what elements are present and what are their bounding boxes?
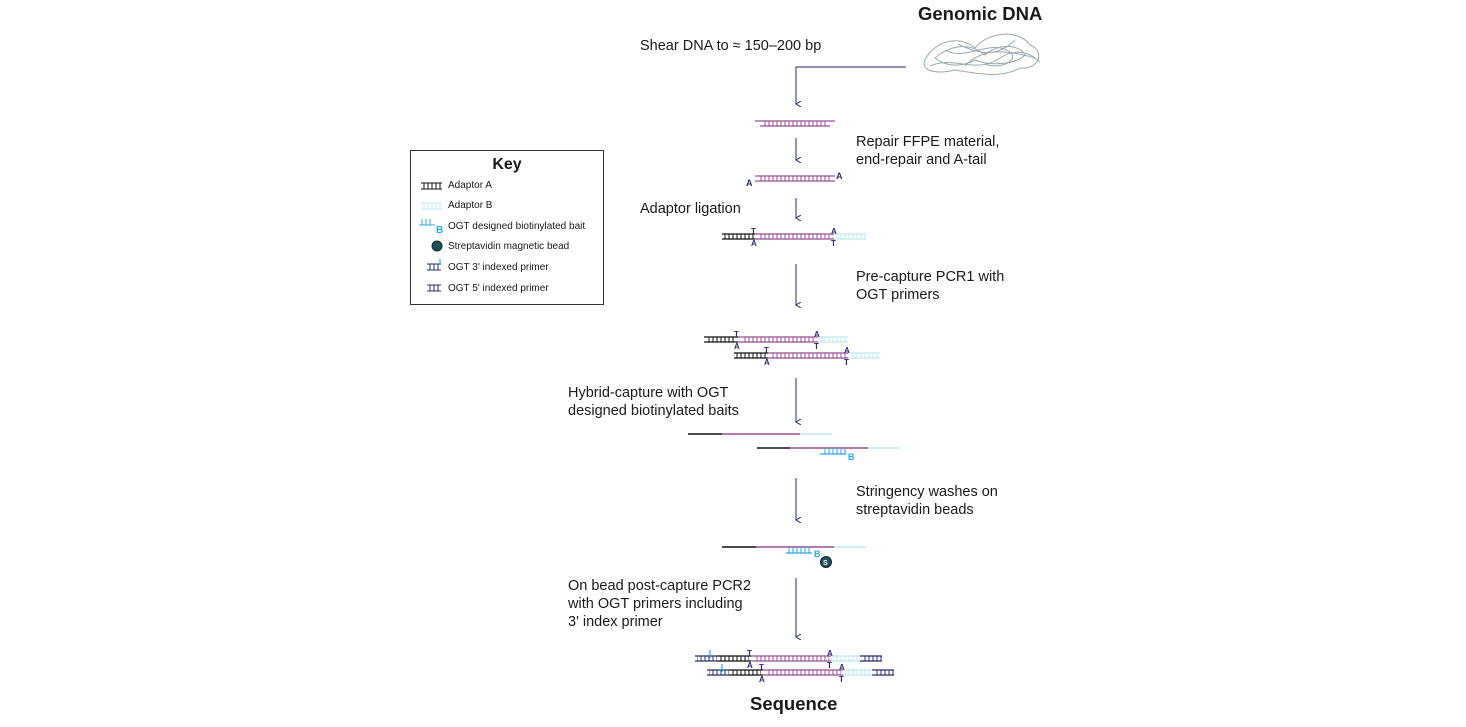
key-5prime-primer-icon [427,284,441,292]
ligation-a-left: A [751,239,757,248]
pcr1-a4: A [844,346,850,355]
bead-biotin: B [814,549,821,559]
step-ligation: Adaptor ligation [640,201,741,217]
pcr1-a2: A [814,330,820,339]
key-adaptor-a-icon [421,182,442,190]
pcr2-a2: A [827,649,833,658]
a-tail-left: A [746,178,753,188]
main-arrows [796,66,906,637]
step-hybrid: Hybrid-capture with OGT designed biotiny… [568,385,739,419]
pcr2-a4: A [839,663,845,672]
key-bait-b: B [436,225,443,235]
pcr2-t2: T [827,661,832,670]
streptavidin-bead [820,556,832,568]
key-adaptor-b-icon [421,202,442,210]
pcr2-t1: T [747,649,752,658]
pcr2-t4: T [839,675,844,684]
fragment-hybrid-capture: B [688,433,900,462]
fragment-pcr1: T A A T T A A T [704,330,880,367]
title-genomic-dna: Genomic DNA [918,3,1043,24]
ligation-a-right: A [831,227,837,236]
pcr1-t1: T [734,330,739,339]
key-item-5prime-primer: OGT 5' indexed primer [448,283,549,294]
step-repair: Repair FFPE material, end-repair and A-t… [856,134,1000,168]
fragment-a-tailed: A A [746,171,843,188]
step-shear: Shear DNA to ≈ 150–200 bp [640,38,822,54]
pcr1-a1: A [734,342,740,351]
pcr2-a1: A [747,661,753,670]
key-3prime-primer-icon [427,259,441,271]
step-washes: Stringency washes on streptavidin beads [856,484,998,518]
key-item-3prime-primer: OGT 3' indexed primer [448,262,549,273]
ligation-t-left: T [751,227,756,236]
step-pcr1: Pre-capture PCR1 with OGT primers [856,269,1005,303]
a-tail-right: A [836,171,843,181]
key-item-bead: Streptavidin magnetic bead [448,241,570,252]
key-bead-icon [431,240,443,252]
fragment-sheared [755,120,835,127]
fragment-ligated: T A A T [722,227,866,248]
pcr1-t3: T [764,346,769,355]
hybrid-biotin: B [848,452,855,462]
genomic-dna-icon [923,33,1041,75]
fragment-bead-captured: B S [722,546,866,568]
key-bait-icon: B [419,219,443,235]
ligation-t-right: T [831,239,836,248]
pcr1-a3: A [764,358,770,367]
key-item-adaptor-b: Adaptor B [448,200,493,211]
pcr2-a3: A [759,675,765,684]
pcr1-t4: T [844,358,849,367]
key-item-adaptor-a: Adaptor A [448,180,492,191]
key-item-bait: OGT designed biotinylated bait [448,221,586,232]
pcr2-t3: T [759,663,764,672]
pcr1-t2: T [814,342,819,351]
title-sequence: Sequence [750,693,838,714]
step-pcr2: On bead post-capture PCR2 with OGT prime… [568,578,751,630]
key-legend: Key Adaptor A Adaptor B B OGT designed b… [410,150,604,305]
bead-s: S [823,560,828,567]
fragment-pcr2: T A A T T A A T [695,649,894,684]
key-title: Key [492,156,522,173]
